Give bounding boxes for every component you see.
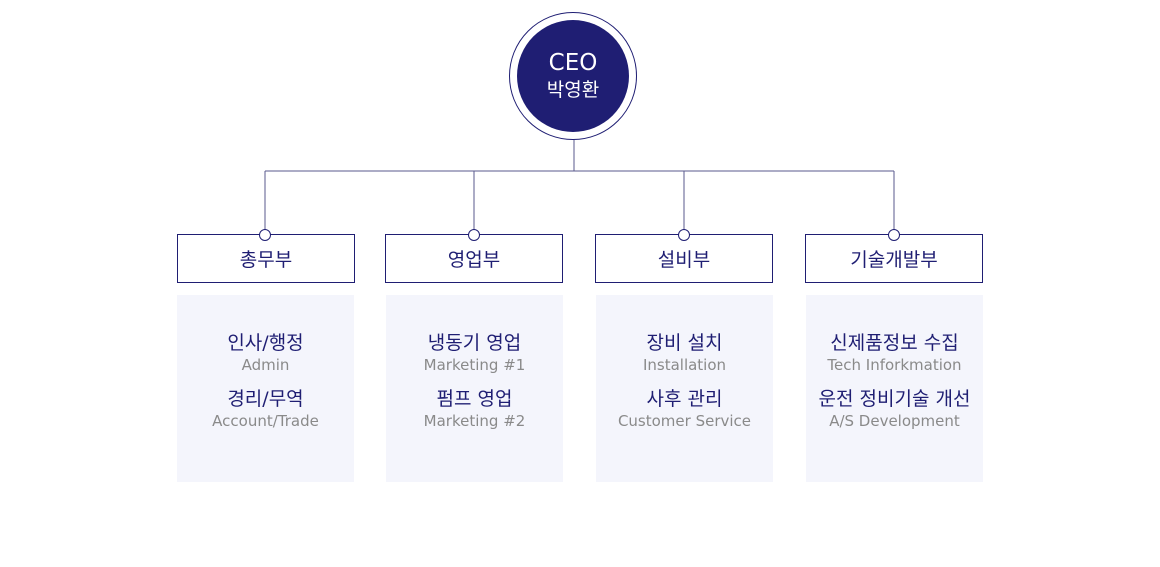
team-name-en: Account/Trade (212, 412, 319, 430)
team-name-en: Marketing #1 (423, 356, 526, 374)
dept-general-affairs: 총무부 (177, 234, 355, 283)
ceo-circle: CEO 박영환 (517, 20, 629, 132)
team-item: 경리/무역 Account/Trade (212, 387, 319, 432)
dept-tech-development: 기술개발부 (805, 234, 983, 283)
team-item: 펌프 영업 Marketing #2 (424, 387, 526, 432)
team-name-ko: 신제품정보 수집 (830, 332, 959, 354)
ceo-title: CEO (548, 50, 598, 76)
team-name-ko: 인사/행정 (227, 332, 304, 354)
dept-label: 기술개발부 (850, 249, 938, 271)
team-box-sales: 냉동기 영업 Marketing #1 펌프 영업 Marketing #2 (386, 295, 563, 482)
team-item: 신제품정보 수집 Tech Inforkmation (827, 331, 961, 376)
ceo-name: 박영환 (546, 79, 600, 101)
team-name-ko: 경리/무역 (227, 388, 304, 410)
team-box-facilities: 장비 설치 Installation 사후 관리 Customer Servic… (596, 295, 773, 482)
team-name-ko: 냉동기 영업 (427, 332, 522, 354)
team-item: 장비 설치 Installation (643, 331, 726, 376)
team-box-general-affairs: 인사/행정 Admin 경리/무역 Account/Trade (177, 295, 354, 482)
team-name-en: Admin (241, 356, 290, 374)
team-name-en: Tech Inforkmation (827, 356, 962, 374)
team-name-ko: 장비 설치 (646, 332, 723, 354)
team-item: 사후 관리 Customer Service (618, 387, 751, 432)
team-name-en: A/S Development (829, 412, 960, 430)
team-name-en: Installation (642, 356, 727, 374)
dept-label: 영업부 (447, 249, 501, 271)
dept-facilities: 설비부 (595, 234, 773, 283)
team-name-ko: 사후 관리 (646, 388, 723, 410)
dept-label: 설비부 (657, 249, 711, 271)
team-name-en: Marketing #2 (423, 412, 526, 430)
dept-label: 총무부 (239, 249, 293, 271)
team-name-en: Customer Service (617, 412, 752, 430)
team-item: 운전 정비기술 개선 A/S Development (819, 387, 971, 432)
team-name-ko: 펌프 영업 (436, 388, 513, 410)
dept-sales: 영업부 (385, 234, 563, 283)
team-item: 인사/행정 Admin (227, 331, 303, 376)
team-box-tech-development: 신제품정보 수집 Tech Inforkmation 운전 정비기술 개선 A/… (806, 295, 983, 482)
team-item: 냉동기 영업 Marketing #1 (424, 331, 526, 376)
ceo-node: CEO 박영환 (509, 12, 637, 140)
team-name-ko: 운전 정비기술 개선 (818, 388, 971, 410)
